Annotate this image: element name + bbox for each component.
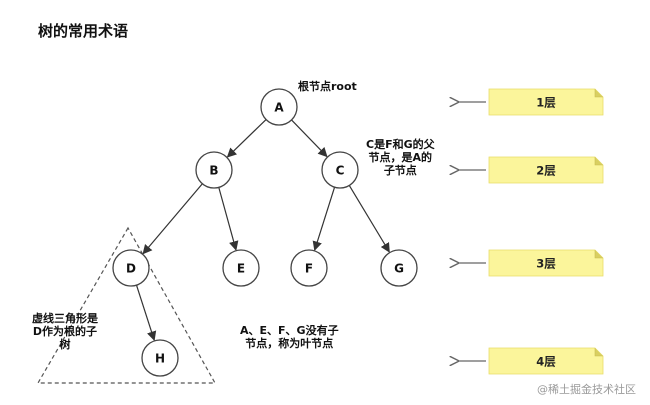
edge-d-h bbox=[135, 284, 157, 342]
tree-node-c: C bbox=[321, 151, 359, 189]
level-tag bbox=[488, 156, 604, 184]
edge-b-e bbox=[218, 187, 239, 251]
watermark: @稀土掘金技术社区 bbox=[537, 383, 636, 396]
node-label: F bbox=[305, 262, 313, 276]
tree-node-g: G bbox=[380, 249, 418, 287]
level-tag-fold bbox=[594, 89, 603, 98]
subtree-annotation: 虚线三角形是 D作为根的子 树 bbox=[32, 312, 98, 351]
level-tag bbox=[488, 347, 604, 375]
root-annotation: 根节点root bbox=[298, 80, 357, 93]
edge-b-d bbox=[142, 183, 203, 255]
tree-node-b: B bbox=[195, 151, 233, 189]
level-marker-1: 1层 bbox=[458, 88, 604, 116]
tree-node-f: F bbox=[290, 249, 328, 287]
node-label: E bbox=[237, 262, 245, 276]
parent-annotation-line3: 子节点 bbox=[383, 164, 417, 177]
node-circle bbox=[222, 249, 260, 287]
node-label: A bbox=[274, 101, 284, 115]
tree-node-h: H bbox=[141, 339, 179, 377]
level-label: 4层 bbox=[536, 355, 556, 369]
level-marker-3: 3层 bbox=[458, 249, 604, 277]
diagram-title: 树的常用术语 bbox=[38, 22, 129, 40]
node-circle bbox=[290, 249, 328, 287]
level-tag bbox=[488, 88, 604, 116]
edge-c-f bbox=[312, 186, 336, 252]
levels-layer: 1层 2层 3层 4层 bbox=[458, 88, 604, 375]
node-label: C bbox=[336, 164, 345, 178]
leaf-annotation-line1: A、E、F、G没有子 bbox=[240, 324, 339, 337]
level-tag-fold bbox=[594, 250, 603, 259]
tree-node-e: E bbox=[222, 249, 260, 287]
nodes-layer: A B C D E F G H bbox=[112, 88, 418, 377]
level-label: 3层 bbox=[536, 257, 556, 271]
edge-c-g bbox=[348, 185, 390, 253]
node-label: H bbox=[155, 352, 165, 366]
tree-node-a: A bbox=[260, 88, 298, 126]
edges-layer bbox=[135, 119, 390, 342]
edge-a-c bbox=[291, 119, 328, 158]
leaf-annotation-line2: 节点，称为叶节点 bbox=[245, 337, 334, 350]
level-tag-fold bbox=[594, 348, 603, 357]
level-marker-2: 2层 bbox=[458, 156, 604, 184]
subtree-annotation-line1: 虚线三角形是 bbox=[32, 312, 98, 325]
level-marker-4: 4层 bbox=[458, 347, 604, 375]
node-circle bbox=[195, 151, 233, 189]
node-circle bbox=[141, 339, 179, 377]
parent-annotation-line2: 节点，是A的 bbox=[368, 151, 433, 164]
level-tag bbox=[488, 249, 604, 277]
node-circle bbox=[112, 249, 150, 287]
edge-a-b bbox=[226, 119, 267, 158]
level-label: 2层 bbox=[536, 164, 556, 178]
level-tag-fold bbox=[594, 157, 603, 166]
node-circle bbox=[380, 249, 418, 287]
subtree-annotation-line3: 树 bbox=[59, 338, 71, 351]
parent-annotation: C是F和G的父 节点，是A的 子节点 bbox=[366, 138, 435, 177]
subtree-annotation-line2: D作为根的子 bbox=[32, 325, 98, 338]
node-circle bbox=[260, 88, 298, 126]
subtree-triangle bbox=[36, 226, 217, 384]
node-label: G bbox=[394, 262, 404, 276]
node-circle bbox=[321, 151, 359, 189]
level-label: 1层 bbox=[536, 96, 556, 110]
parent-annotation-line1: C是F和G的父 bbox=[366, 138, 435, 151]
node-label: B bbox=[209, 164, 218, 178]
tree-node-d: D bbox=[112, 249, 150, 287]
node-label: D bbox=[126, 262, 136, 276]
leaf-annotation: A、E、F、G没有子 节点，称为叶节点 bbox=[240, 324, 339, 350]
